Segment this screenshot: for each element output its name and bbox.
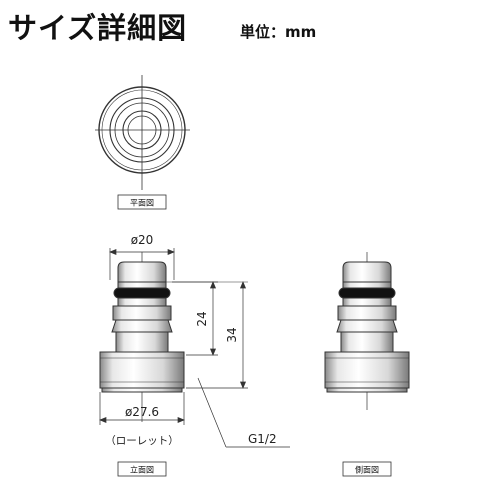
- front-view-label: 立面図: [130, 465, 154, 475]
- side-o-ring: [338, 287, 396, 299]
- plan-view: [95, 75, 190, 190]
- front-collar: [112, 305, 172, 321]
- base-note-label: （ローレット）: [105, 435, 179, 447]
- side-base: [324, 351, 410, 389]
- plan-outer-circle: [98, 86, 186, 174]
- front-neck: [115, 331, 169, 353]
- front-view-caption: 立面図: [117, 461, 167, 477]
- height-total-label: 34: [225, 327, 239, 342]
- plan-bore-circle: [127, 115, 157, 145]
- front-dimensions: [99, 248, 290, 448]
- side-view-label: 側面図: [355, 465, 379, 475]
- base-diameter-label: ø27.6: [125, 405, 159, 419]
- thread-label: G1/2: [248, 432, 277, 446]
- plan-view-label: 平面図: [130, 199, 154, 208]
- side-view-caption: 側面図: [342, 461, 392, 477]
- front-o-ring: [113, 287, 171, 299]
- front-base: [99, 351, 185, 389]
- page-title: サイズ詳細図: [8, 11, 188, 45]
- plan-view-caption: 平面図: [117, 194, 167, 210]
- front-nipple: [117, 261, 167, 283]
- unit-label: 単位：mm: [240, 23, 317, 41]
- side-view: [324, 252, 410, 410]
- top-diameter-label: ø20: [131, 233, 154, 247]
- front-view: [99, 252, 185, 422]
- height-inner-label: 24: [195, 311, 209, 326]
